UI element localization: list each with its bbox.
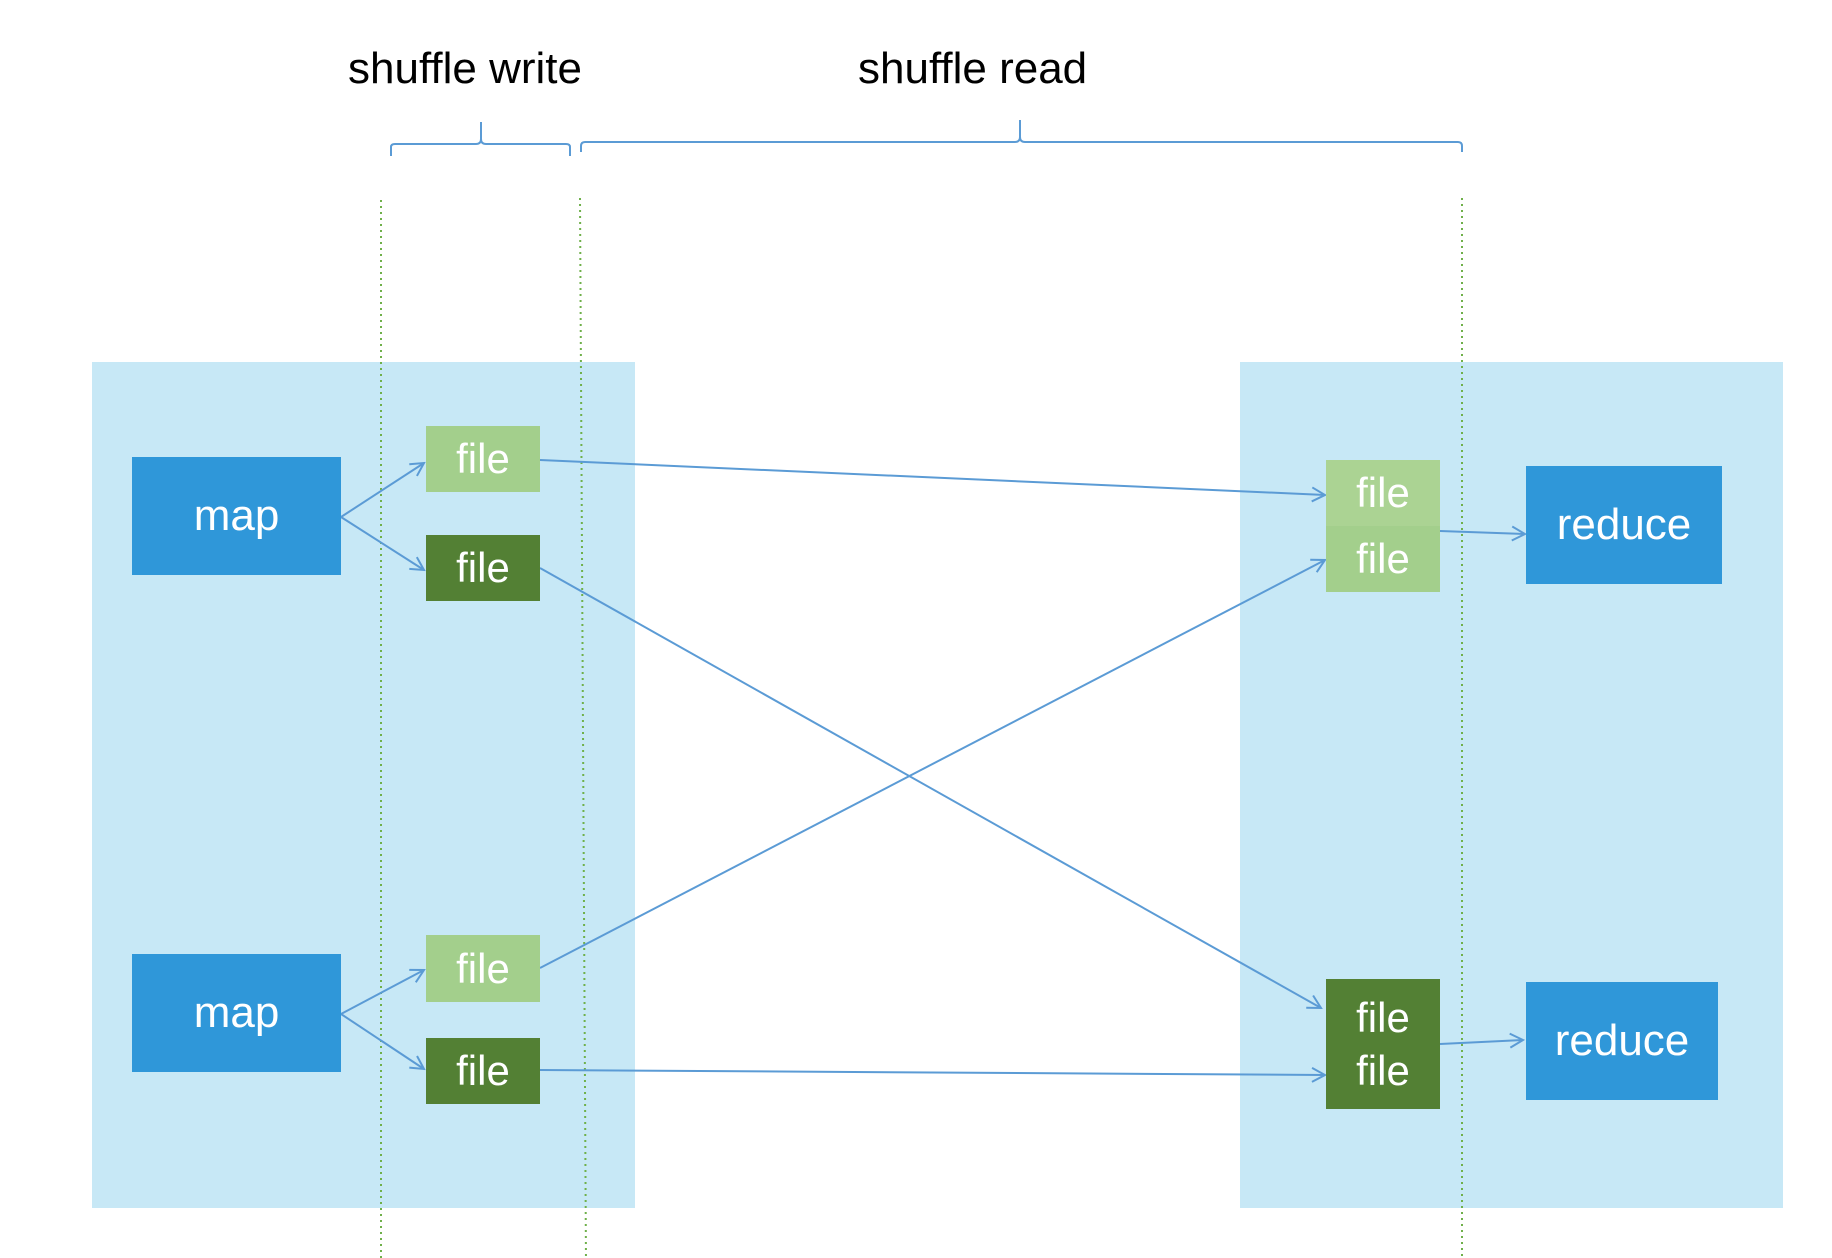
arrow-map1-file1 [340,463,424,518]
map1-file-2: file [426,535,540,601]
shuffle-write-brace [390,122,571,156]
map-task-2: map [132,954,341,1072]
arrow-transfer-4 [539,1070,1325,1075]
map1-file-1: file [426,426,540,492]
arrow-transfer-3 [539,560,1325,969]
reduce2-file-stack: file file [1326,979,1440,1109]
arrow-transfer-2 [539,567,1321,1008]
map2-file-2: file [426,1038,540,1104]
reduce2-file-2: file [1356,1047,1410,1094]
arrow-transfer-1 [539,459,1325,495]
arrow-map2-file2 [340,1013,424,1069]
reduce-task-1: reduce [1526,466,1722,584]
map-task-1: map [132,457,341,575]
reduce1-file-stack: file file [1326,460,1440,592]
reduce1-file-1: file [1326,460,1440,526]
divider-line-2 [579,197,587,1258]
shuffle-read-brace [580,120,1463,152]
arrow-to-reduce-2 [1439,1040,1523,1044]
map2-file-1: file [426,935,540,1002]
shuffle-write-label: shuffle write [348,44,582,93]
arrow-map2-file1 [340,970,424,1015]
shuffle-read-label: shuffle read [858,44,1088,93]
reduce1-file-2: file [1326,526,1440,592]
reduce-task-2: reduce [1526,982,1718,1100]
reduce2-file-1: file [1356,994,1410,1041]
arrow-to-reduce-1 [1439,531,1525,534]
arrow-map1-file2 [340,516,424,570]
